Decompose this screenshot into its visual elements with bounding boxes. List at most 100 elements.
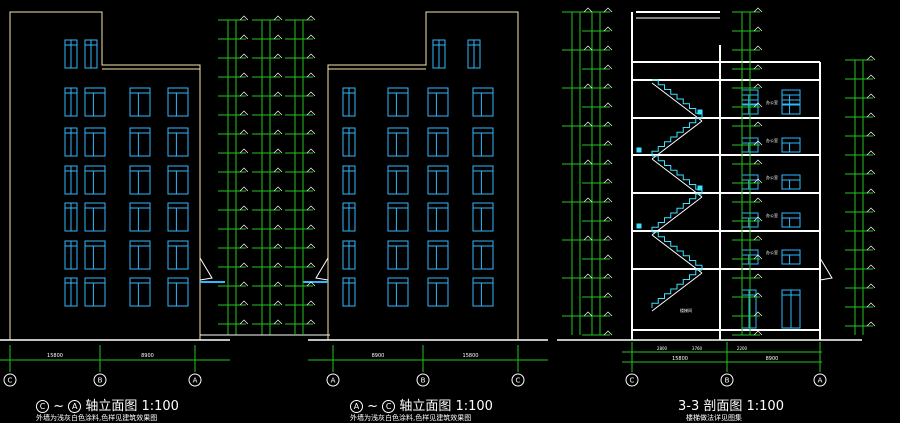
window-frame xyxy=(781,212,801,228)
level-marker xyxy=(753,311,763,317)
level-marker xyxy=(239,262,249,268)
axis-separator: ~ xyxy=(367,399,379,414)
window-frame xyxy=(472,165,494,195)
window-frame xyxy=(427,202,449,232)
axis-separator: ~ xyxy=(53,399,65,414)
level-marker xyxy=(273,262,283,268)
level-marker xyxy=(603,140,613,146)
room-label: 办公室 xyxy=(766,249,778,255)
window xyxy=(427,87,449,117)
level-marker xyxy=(306,186,316,192)
window xyxy=(64,277,78,307)
section-drawing xyxy=(631,11,821,340)
level-marker xyxy=(583,159,593,165)
level-marker xyxy=(583,83,593,89)
level-marker xyxy=(866,74,876,80)
window xyxy=(781,137,801,153)
level-marker xyxy=(753,254,763,260)
window-frame xyxy=(781,99,801,115)
stair-label: 楼梯间 xyxy=(680,307,692,313)
window xyxy=(427,202,449,232)
window xyxy=(342,277,356,307)
elevation-title-text: 轴立面图 1:100 xyxy=(85,399,179,414)
window xyxy=(64,240,78,270)
section-title: 3-3 剖面图 1:100 xyxy=(678,399,784,414)
window xyxy=(472,202,494,232)
axis-bubble-end: C xyxy=(382,400,396,413)
level-marker xyxy=(583,311,593,317)
level-marker xyxy=(239,148,249,154)
window xyxy=(342,240,356,270)
axis-bubble xyxy=(720,373,734,387)
level-marker xyxy=(273,15,283,21)
axis-bubble xyxy=(813,373,827,387)
window xyxy=(781,249,801,265)
elevation-2-subtitle: 外墙为浅灰白色涂料,色样见建筑效果图 xyxy=(350,414,472,422)
window xyxy=(387,202,409,232)
level-marker xyxy=(273,300,283,306)
window xyxy=(84,165,106,195)
level-marker xyxy=(866,226,876,232)
level-marker xyxy=(753,45,763,51)
level-marker xyxy=(306,167,316,173)
level-marker xyxy=(603,83,613,89)
axis-bubble xyxy=(511,373,525,387)
building-outline xyxy=(327,11,519,340)
window xyxy=(472,127,494,157)
window xyxy=(64,202,78,232)
window xyxy=(472,277,494,307)
axis-bubble xyxy=(416,373,430,387)
level-marker xyxy=(866,207,876,213)
stair-handrail xyxy=(651,120,703,160)
level-marker xyxy=(866,283,876,289)
level-marker xyxy=(866,188,876,194)
axis-bubble-label: A xyxy=(193,377,198,385)
window xyxy=(64,165,78,195)
axis-bubble-start: C xyxy=(36,400,49,413)
stair-landing-marker xyxy=(636,147,642,153)
window-frame xyxy=(427,165,449,195)
window xyxy=(129,87,151,117)
window xyxy=(781,89,801,105)
level-marker xyxy=(239,110,249,116)
window xyxy=(84,87,106,117)
window xyxy=(64,39,78,69)
level-marker xyxy=(239,205,249,211)
elevation-1-subtitle: 外墙为浅灰白色涂料,色样见建筑效果图 xyxy=(36,414,158,422)
level-marker xyxy=(306,224,316,230)
dimension-text: 15800 xyxy=(672,356,688,362)
level-marker xyxy=(583,121,593,127)
window xyxy=(387,277,409,307)
level-marker xyxy=(753,26,763,32)
level-marker xyxy=(866,245,876,251)
window-frame xyxy=(387,87,409,117)
window-frame xyxy=(472,240,494,270)
window xyxy=(129,165,151,195)
window xyxy=(64,127,78,157)
level-marker xyxy=(273,281,283,287)
room-label: 办公室 xyxy=(766,99,778,105)
section-subtitle: 楼梯做法详见图集 xyxy=(686,414,742,422)
window xyxy=(129,127,151,157)
window xyxy=(387,165,409,195)
level-marker xyxy=(273,224,283,230)
level-marker xyxy=(306,262,316,268)
level-dimension-column xyxy=(218,15,249,335)
axis-bubble-start: A xyxy=(350,400,363,413)
level-marker xyxy=(753,197,763,203)
window xyxy=(167,240,189,270)
stair-handrail xyxy=(651,196,703,236)
level-marker xyxy=(603,64,613,70)
room-label: 办公室 xyxy=(766,174,778,180)
level-marker xyxy=(753,330,763,336)
level-marker xyxy=(306,281,316,287)
level-marker xyxy=(583,197,593,203)
window xyxy=(427,127,449,157)
level-marker xyxy=(866,264,876,270)
window xyxy=(342,165,356,195)
level-marker xyxy=(306,72,316,78)
level-dimension-column xyxy=(562,7,593,335)
window xyxy=(427,165,449,195)
window-frame xyxy=(781,89,801,105)
window xyxy=(129,202,151,232)
